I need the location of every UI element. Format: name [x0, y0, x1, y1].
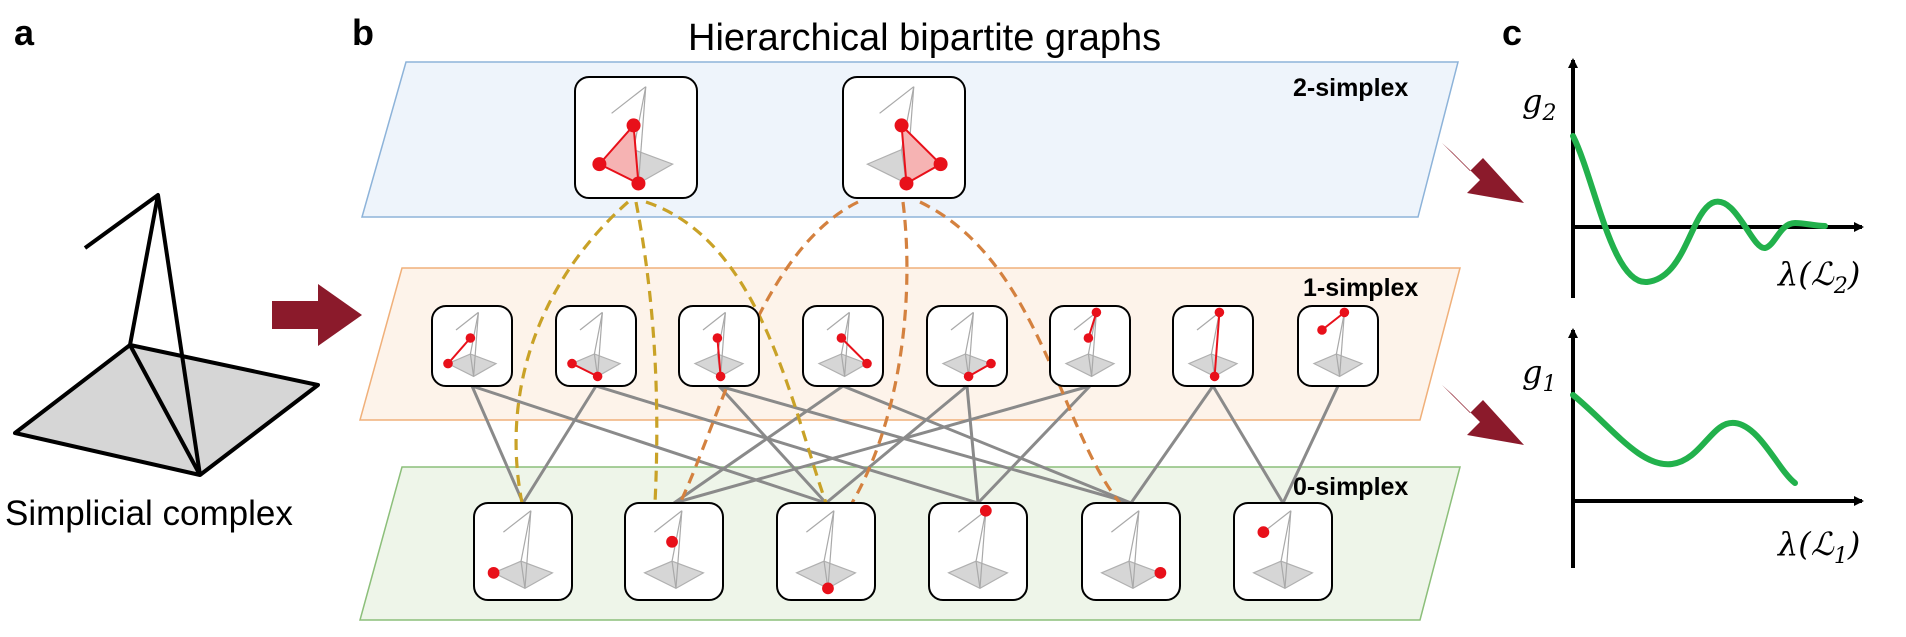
graph-edge-2-0-dashed [850, 201, 909, 504]
zero-simplex-box [1081, 502, 1181, 601]
graph-edge-2-0-dashed [919, 200, 1122, 505]
one-simplex-box [555, 305, 637, 387]
spectral-curve-top [1570, 133, 1828, 285]
zero-simplex-box [624, 502, 724, 601]
one-simplex-box [926, 305, 1008, 387]
spectral-curve-bottom [1570, 392, 1798, 486]
plot-top-ylabel: g2 [1522, 82, 1556, 126]
plot-bottom-ylabel: g1 [1522, 353, 1556, 397]
zero-simplex-box [776, 502, 876, 601]
panel-b-title: Hierarchical bipartite graphs [688, 17, 1161, 59]
layer-label-0-simplex: 0-simplex [1293, 473, 1408, 501]
plot-top-xlabel: λ(ℒ2) [1776, 255, 1860, 299]
panel-a-letter: a [14, 12, 35, 53]
zero-simplex-box [928, 502, 1028, 601]
graph-edge-1-0 [825, 384, 968, 505]
one-simplex-box [1049, 305, 1131, 387]
graph-edge-1-0 [976, 384, 1092, 505]
layer-label-2-simplex: 2-simplex [1293, 74, 1408, 102]
one-simplex-box [802, 305, 884, 387]
two-simplex-box [574, 76, 698, 199]
one-simplex-box [1297, 305, 1379, 387]
simplex-boxes [431, 76, 1379, 601]
panel-b-letter: b [352, 12, 374, 53]
one-simplex-box [678, 305, 760, 387]
graph-edge-2-0-dashed [634, 201, 659, 504]
graph-edge-1-0 [673, 384, 844, 505]
graph-edge-1-0 [470, 385, 525, 504]
graph-edge-1-0 [1211, 385, 1285, 504]
arrow-to-plot-bottom [1442, 385, 1524, 445]
zero-simplex-box [1233, 502, 1333, 601]
eigen-plot-top [1568, 58, 1864, 298]
simplicial-complex-caption: Simplicial complex [5, 494, 293, 533]
layer-label-1-simplex: 1-simplex [1303, 274, 1418, 302]
graph-edge-1-0 [965, 385, 980, 504]
graph-edge-1-0 [1129, 385, 1215, 504]
graph-edge-1-0 [717, 384, 828, 505]
layer-1-simplex-plane [359, 267, 1461, 421]
graph-edge-2-0-dashed [645, 200, 828, 504]
two-simplex-box [842, 76, 966, 199]
graph-edge-1-0 [673, 384, 1091, 505]
arrow-to-plot-top [1442, 143, 1524, 203]
eigen-plot-bottom [1568, 328, 1864, 568]
graph-edge-1-0 [471, 384, 827, 505]
graph-edge-2-0-dashed [678, 200, 859, 504]
arrow-a-to-b [272, 284, 362, 346]
graph-edge-1-0 [595, 384, 979, 505]
graph-edge-1-0 [718, 384, 1132, 505]
panel-c-letter: c [1502, 12, 1522, 53]
one-simplex-box [431, 305, 513, 387]
graph-edge-2-0-dashed [514, 200, 630, 504]
one-simplex-box [1172, 305, 1254, 387]
graph-edge-1-0 [1281, 385, 1340, 504]
plot-bottom-xlabel: λ(ℒ1) [1776, 525, 1860, 569]
bipartite-edges [470, 200, 1340, 505]
zero-simplex-box [473, 502, 573, 601]
graph-edge-1-0 [521, 385, 598, 504]
simplicial-complex-drawing [13, 193, 320, 477]
